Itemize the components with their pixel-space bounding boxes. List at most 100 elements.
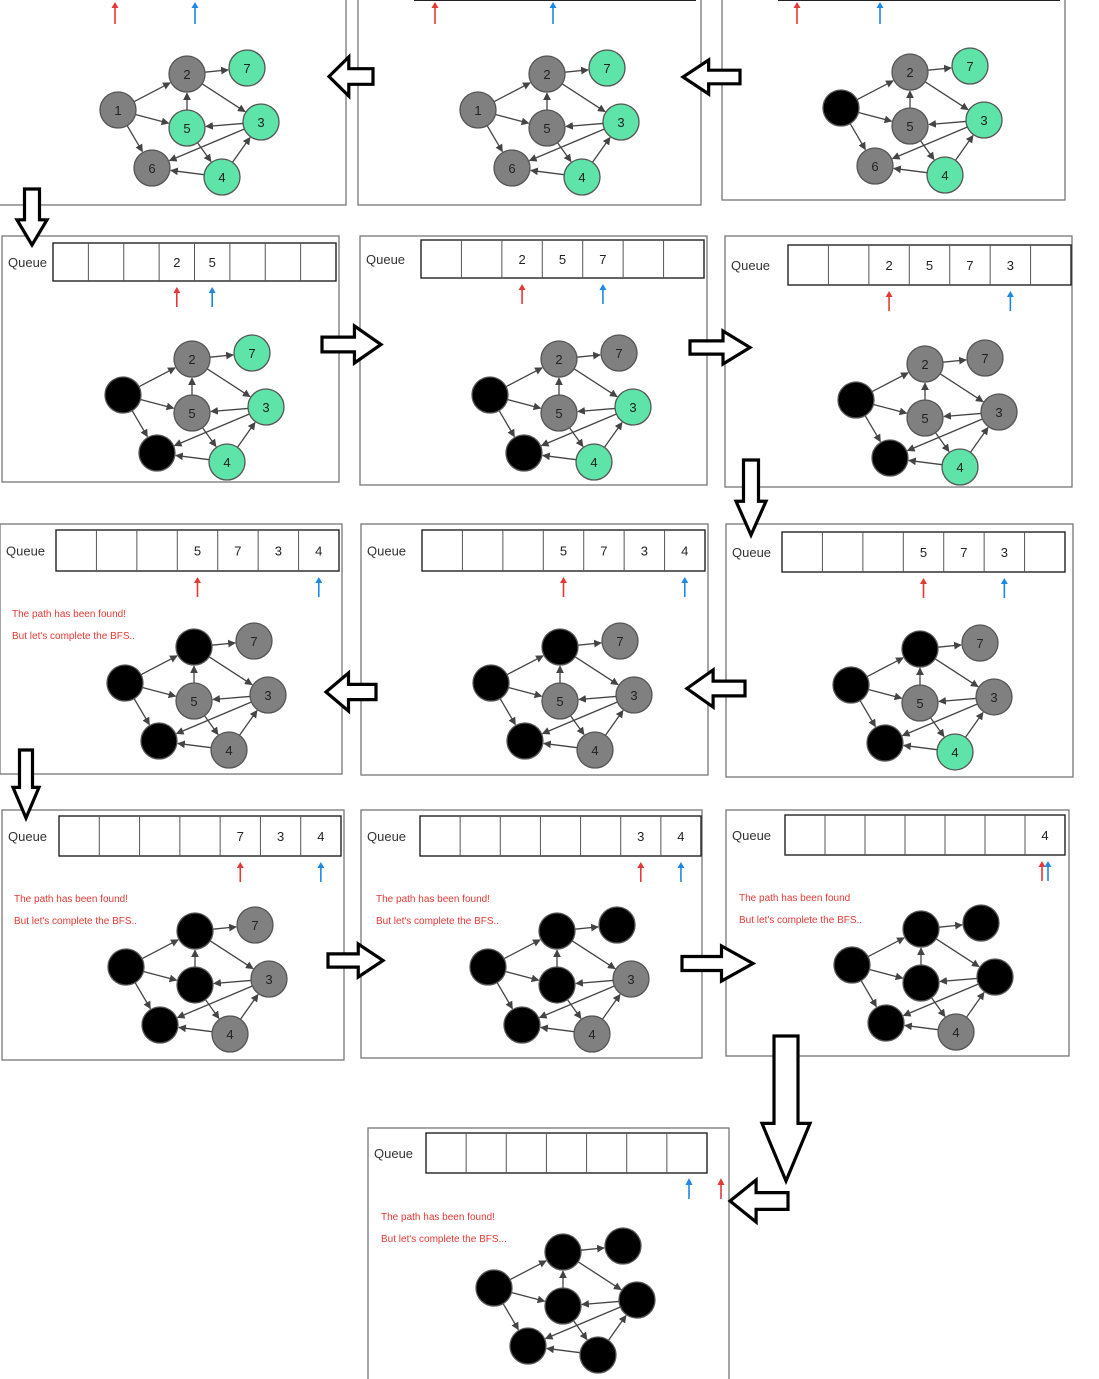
graph: 734 <box>107 906 288 1053</box>
graph-node <box>602 103 640 141</box>
graph: 4 <box>833 904 1014 1051</box>
graph-edge <box>938 697 977 705</box>
graph-node-label: 4 <box>941 168 948 183</box>
graph-node <box>168 55 206 93</box>
front-pointer-arrow <box>518 284 526 304</box>
graph-node <box>540 394 578 432</box>
queue-box <box>784 814 1066 856</box>
graph-edge <box>134 982 151 1010</box>
graph-node-label: 6 <box>508 161 515 176</box>
graph-edge <box>506 655 544 676</box>
graph-edge <box>942 356 967 365</box>
graph-node-label: 4 <box>956 460 963 475</box>
graph-edge <box>893 165 928 174</box>
graph-node <box>236 906 274 944</box>
front-pointer-arrow <box>717 1178 725 1199</box>
graph-node <box>576 731 614 769</box>
queue-label: Queue <box>731 258 770 273</box>
graph-edge <box>133 82 171 103</box>
graph-node-label: 3 <box>995 405 1002 420</box>
graph-edge <box>168 128 245 162</box>
graph-edge <box>849 123 866 151</box>
graph-node <box>541 628 579 666</box>
graph-node-label: 2 <box>906 65 913 80</box>
front-pointer-arrow <box>173 287 181 307</box>
rear-pointer-arrow <box>681 577 689 597</box>
graph-edge <box>556 142 572 163</box>
graph-edge <box>143 970 178 983</box>
graph-node <box>598 906 636 944</box>
graph-node-label: 3 <box>629 400 636 415</box>
graph-node <box>891 53 929 91</box>
graph-node <box>604 1227 642 1265</box>
queue-box <box>419 815 702 857</box>
front-pointer-arrow <box>431 2 439 24</box>
queue-cell-value: 3 <box>277 829 284 844</box>
graph-node-label: 2 <box>188 352 195 367</box>
graph-node <box>822 89 860 127</box>
graph-node <box>906 399 944 437</box>
graph-edge <box>969 426 989 453</box>
graph-edge <box>577 1261 622 1291</box>
graph-edge <box>201 427 217 448</box>
graph-edge <box>571 940 616 970</box>
graph-node-label: 5 <box>188 406 195 421</box>
graph-edge <box>502 1303 519 1331</box>
graph-node-label: 4 <box>218 170 225 185</box>
graph-edge <box>929 717 945 738</box>
queue-box <box>421 529 706 572</box>
graph-edge <box>212 923 237 932</box>
graph-node-label: 4 <box>225 743 232 758</box>
graph-node <box>208 443 246 481</box>
graph-edge <box>566 999 582 1020</box>
graph-edge <box>919 140 935 161</box>
graph-edge <box>544 1306 621 1340</box>
graph-node <box>937 1013 975 1051</box>
graph-edge <box>934 432 950 453</box>
graph-edge <box>581 1300 620 1308</box>
graph-node <box>544 1287 582 1325</box>
graph-edge <box>603 421 623 448</box>
graph-node-label: 4 <box>578 170 585 185</box>
graph-node <box>832 666 870 704</box>
rear-pointer-arrow <box>1006 291 1014 311</box>
graph-edge <box>575 979 614 987</box>
status-message: The path has been found! <box>14 894 128 905</box>
graph-edge <box>574 656 619 686</box>
graph-node-label: 4 <box>226 1027 233 1042</box>
panel-frame <box>721 0 1066 201</box>
rear-pointer-arrow <box>549 2 557 24</box>
graph-edge <box>591 136 611 163</box>
graph-edge <box>954 134 974 161</box>
graph-edge <box>869 968 904 981</box>
queue-cell-value: 5 <box>920 545 927 560</box>
graph-edge <box>943 412 982 420</box>
graph-edge <box>507 398 542 411</box>
graph-edge <box>212 695 251 703</box>
flow-arrow-left <box>680 57 742 97</box>
queue-label: Queue <box>367 544 406 559</box>
graph-edge <box>901 703 978 737</box>
graph-node <box>250 960 288 998</box>
graph-node <box>901 684 939 722</box>
graph-node <box>472 664 510 702</box>
graph-edge <box>565 122 604 130</box>
flow-arrow-down <box>14 187 50 249</box>
graph-edge <box>509 1260 547 1281</box>
graph-edge <box>543 740 578 749</box>
graph-edge <box>868 688 903 701</box>
graph-node <box>469 948 507 986</box>
graph-node <box>856 147 894 185</box>
graph-node <box>173 340 211 378</box>
graph-node-label: 7 <box>976 636 983 651</box>
graph-edge <box>175 701 252 735</box>
